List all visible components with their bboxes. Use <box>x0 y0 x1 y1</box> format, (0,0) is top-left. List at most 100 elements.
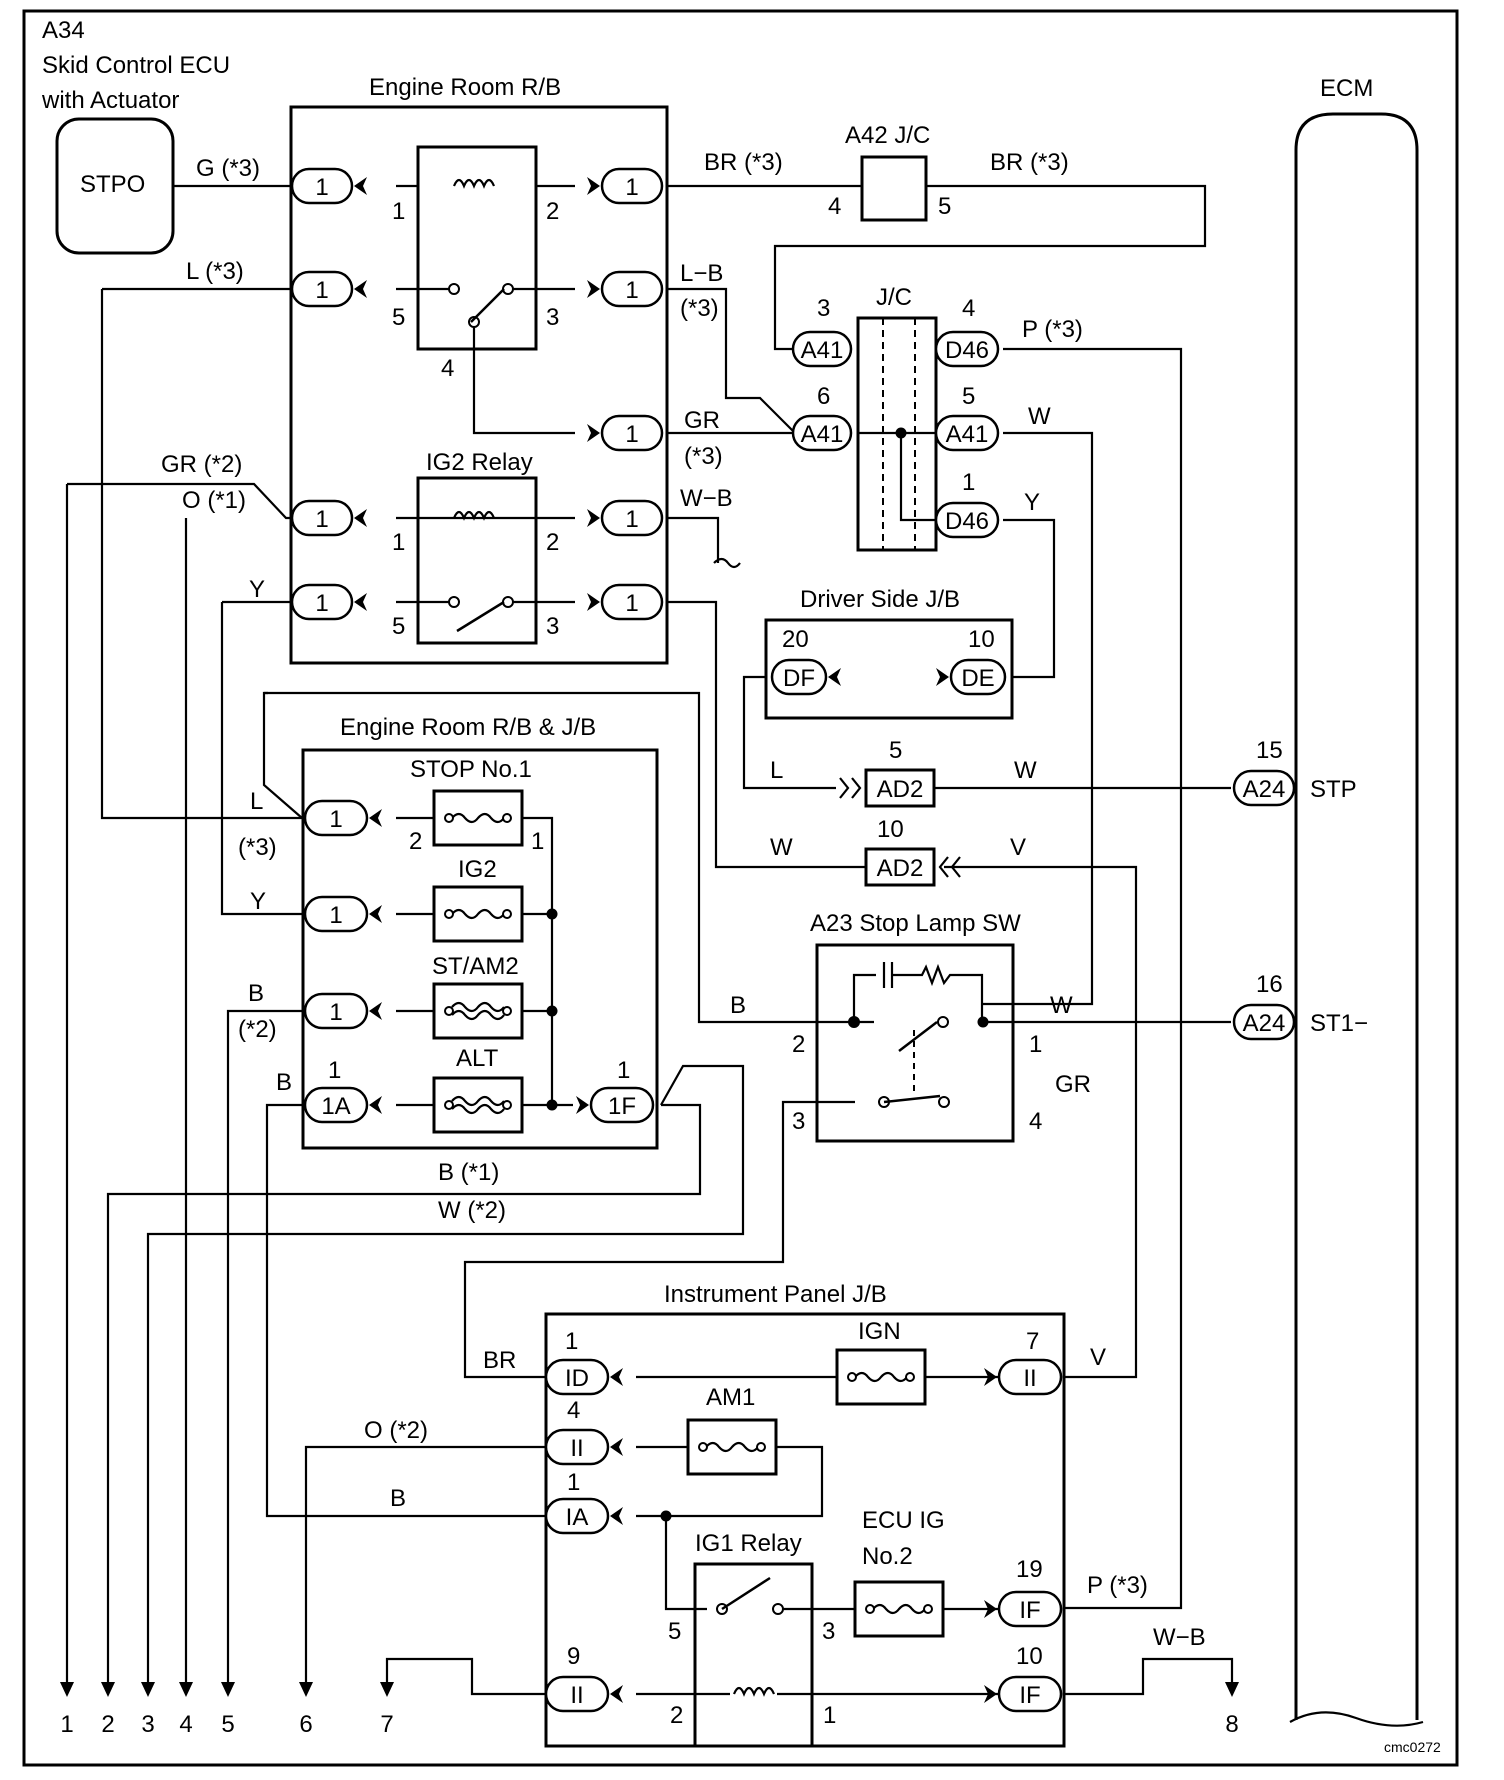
a23-stop-lamp-switch <box>815 943 1015 1143</box>
1a-connector: 1A <box>303 1086 382 1124</box>
stam2-fuse <box>432 982 524 1040</box>
output-terminal-5: 5 <box>221 1711 234 1738</box>
pin-number: 1 <box>328 1057 341 1084</box>
pin-number: 1 <box>531 828 544 855</box>
ig2-relay <box>416 476 538 645</box>
pin-number: 4 <box>962 295 975 322</box>
wire-w-a41: W <box>1028 403 1051 430</box>
wire-g3: G (*3) <box>196 155 260 182</box>
pin-number: 2 <box>546 529 559 556</box>
pin-number: 4 <box>567 1397 580 1424</box>
pin-number: 4 <box>828 193 841 220</box>
wire-br3b: BR (*3) <box>990 149 1069 176</box>
wire-p3a: P (*3) <box>1022 316 1083 343</box>
pin-number: 1 <box>392 198 405 225</box>
wire-l-left: L <box>250 788 263 815</box>
am1-label: AM1 <box>706 1384 755 1411</box>
ecm-stp-label: STP <box>1310 776 1357 803</box>
pin-number: 3 <box>546 304 559 331</box>
wire-l-df: L <box>770 757 783 784</box>
pin-number: 1 <box>567 1469 580 1496</box>
alt-label: ALT <box>456 1045 499 1072</box>
driver-jb-label: Driver Side J/B <box>800 586 960 613</box>
ad2-connector-5: AD2 <box>839 768 936 808</box>
pin-number: 3 <box>546 613 559 640</box>
a23-label: A23 Stop Lamp SW <box>810 910 1021 937</box>
wire-y-left: Y <box>249 576 265 603</box>
err-right-connector-label: 1 <box>625 174 638 201</box>
pin-number: 15 <box>1256 737 1283 764</box>
err-left-connector: 1 <box>290 583 367 621</box>
ecm-st1-label: ST1− <box>1310 1010 1368 1037</box>
wiring-lines <box>65 184 1297 1696</box>
pin-number: 16 <box>1256 971 1283 998</box>
pin-number: 20 <box>782 626 809 653</box>
ii-connector-4: II <box>544 1428 623 1466</box>
errjb-connector: 1 <box>303 895 382 933</box>
pin-number: 10 <box>968 626 995 653</box>
df-connector-label: DF <box>783 665 815 692</box>
ecm: ECM <box>1289 75 1424 1727</box>
pin-number: 1 <box>565 1328 578 1355</box>
output-terminal-1: 1 <box>60 1711 73 1738</box>
a24-connector-16: A24 <box>1232 1003 1296 1041</box>
wire-o2: O (*2) <box>364 1417 428 1444</box>
wire-w-stp: W <box>1014 757 1037 784</box>
wire-w-sw: W <box>1050 992 1073 1019</box>
diagram-frame <box>22 9 1459 1767</box>
1a-connector-label: 1A <box>321 1093 350 1120</box>
pin-number: 2 <box>409 828 422 855</box>
id-connector-label: ID <box>565 1365 589 1392</box>
stop1-fuse <box>432 789 524 847</box>
err-right-connector: 1 <box>587 167 664 205</box>
wire-gr-sw: GR <box>1055 1071 1091 1098</box>
wire-gr3: (*3) <box>684 443 723 470</box>
err-left-connector-label: 1 <box>315 506 328 533</box>
pin-number: 1 <box>962 469 975 496</box>
wire-y-ig2: Y <box>250 888 266 915</box>
ad2-connector-10-label: AD2 <box>877 855 924 882</box>
ig2-fuse-label: IG2 <box>458 856 497 883</box>
wire-v-ign: V <box>1090 1344 1106 1371</box>
ia-connector-label: IA <box>566 1504 589 1531</box>
a41-connector-5-label: A41 <box>946 421 989 448</box>
wire-gr2: GR (*2) <box>161 451 242 478</box>
pin-number: 7 <box>1026 1328 1039 1355</box>
engine-room-rb-box <box>289 105 669 665</box>
1f-connector-label: 1F <box>608 1093 636 1120</box>
pin-number: 1 <box>392 529 405 556</box>
id-connector: ID <box>544 1358 623 1396</box>
err-right-connector: 1 <box>587 414 664 452</box>
wire-br-id: BR <box>483 1347 516 1374</box>
wire-l3: L (*3) <box>186 258 244 285</box>
a42-label: A42 J/C <box>845 122 930 149</box>
err-left-connector: 1 <box>290 499 367 537</box>
ign-label: IGN <box>858 1318 901 1345</box>
a42-jc <box>860 155 928 222</box>
wire-w-ad2: W <box>770 834 793 861</box>
err-left-connector: 1 <box>290 270 367 308</box>
pin-number: 3 <box>822 1618 835 1645</box>
a41-connector-6-label: A41 <box>801 421 844 448</box>
ig1-relay <box>693 1562 814 1748</box>
stpo-label: STPO <box>80 171 145 198</box>
a41-connector-6: A41 <box>791 414 853 452</box>
pin-number: 4 <box>1029 1108 1042 1135</box>
d46-connector-1-label: D46 <box>945 508 989 535</box>
output-terminal-4: 4 <box>179 1711 192 1738</box>
output-terminal-8: 8 <box>1225 1711 1238 1738</box>
wire-p3b: P (*3) <box>1087 1572 1148 1599</box>
pin-number: 6 <box>817 383 830 410</box>
errjb-connector: 1 <box>303 799 382 837</box>
ecu-ig-label2: No.2 <box>862 1543 913 1570</box>
wire-y-d46: Y <box>1024 489 1040 516</box>
a41-connector-5: A41 <box>934 414 1000 452</box>
jc-label: J/C <box>876 284 912 311</box>
output-terminal-7: 7 <box>380 1711 393 1738</box>
wire-l-left3: (*3) <box>238 834 277 861</box>
a34-code: A34 <box>42 17 85 44</box>
pin-number: 5 <box>938 193 951 220</box>
output-terminal-3: 3 <box>141 1711 154 1738</box>
wire-b-alt: B <box>276 1069 292 1096</box>
